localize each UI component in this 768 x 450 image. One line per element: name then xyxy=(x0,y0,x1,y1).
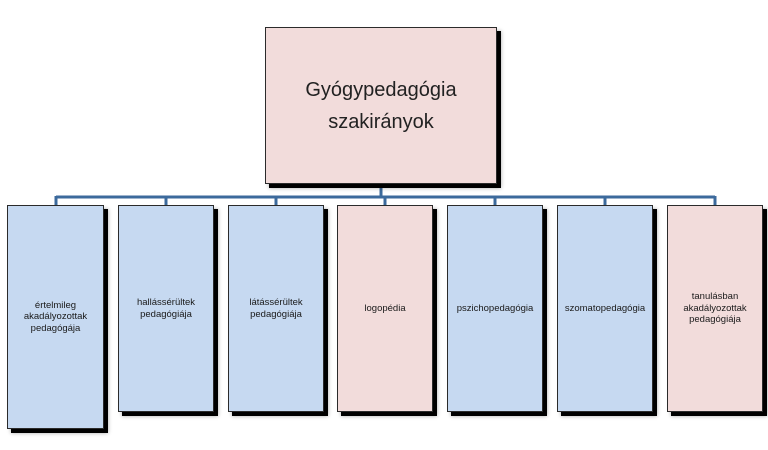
child-node-tanulasban: tanulásban akadályozottak pedagógiája xyxy=(667,205,763,412)
child-node-label: logopédia xyxy=(364,302,406,314)
child-node-label: tanulásban akadályozottak pedagógiája xyxy=(683,291,747,326)
child-node-szomatopedagogia: szomatopedagógia xyxy=(557,205,653,412)
child-node-label: értelmileg akadályozottak pedagógája xyxy=(23,299,88,334)
child-node-hallassserultek: hallássérültek pedagógiája xyxy=(118,205,214,412)
child-node-pszichopedagogia: pszichopedagógia xyxy=(447,205,543,412)
child-node-logopedia: logopédia xyxy=(337,205,433,412)
root-node: Gyógypedagógia szakirányok xyxy=(265,27,497,184)
child-node-label: pszichopedagógia xyxy=(456,302,534,314)
child-node-label: látássérültek pedagógiája xyxy=(249,297,303,320)
child-node-label: hallássérültek pedagógiája xyxy=(136,297,196,320)
child-node-latasserultek: látássérültek pedagógiája xyxy=(228,205,324,412)
root-node-label: Gyógypedagógia szakirányok xyxy=(305,78,457,133)
child-node-ertelmileg: értelmileg akadályozottak pedagógája xyxy=(7,205,104,429)
child-node-label: szomatopedagógia xyxy=(564,302,646,314)
